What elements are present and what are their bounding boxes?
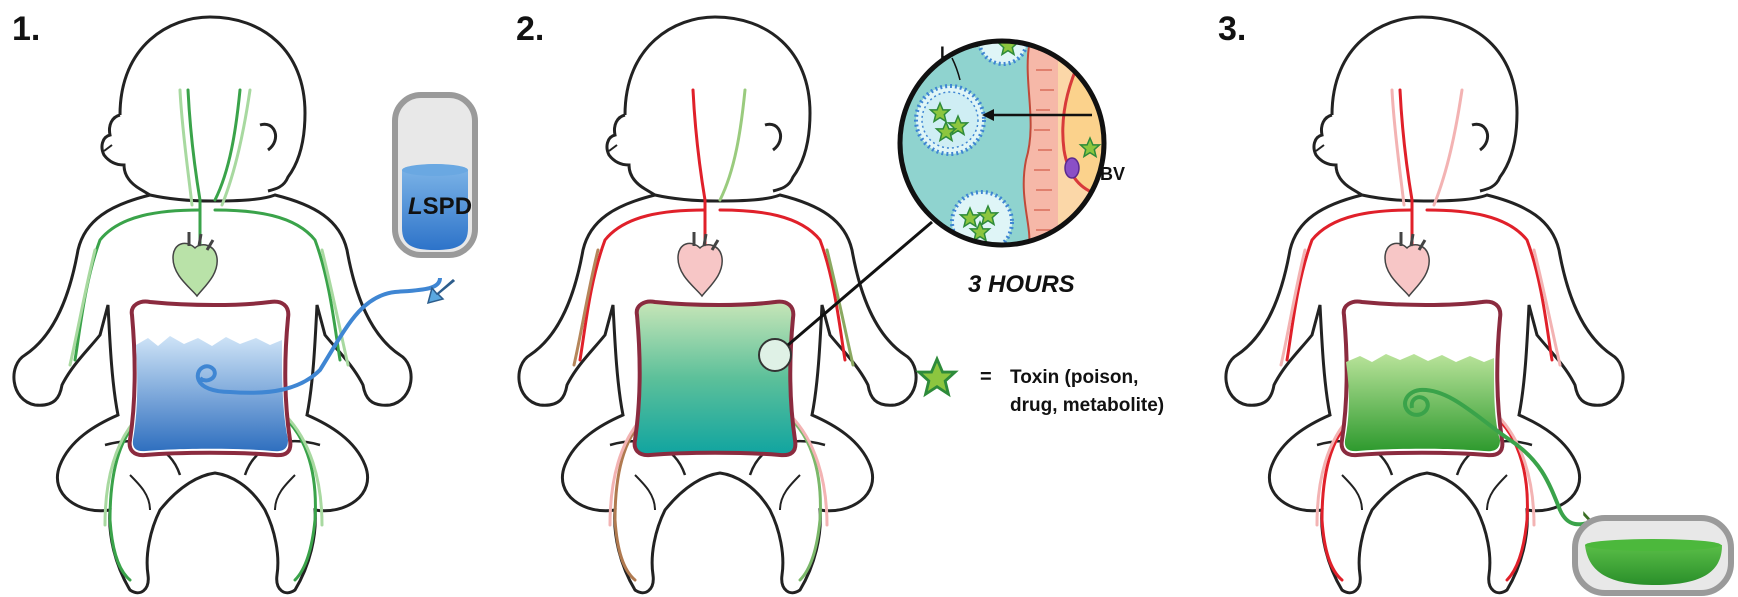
collection-bowl-icon bbox=[1575, 518, 1731, 593]
panel-3 bbox=[1226, 17, 1731, 593]
panel-1: LSPD bbox=[14, 17, 475, 593]
duration-label: 3 HOURS bbox=[968, 271, 1075, 298]
dialysate-fluid-3 bbox=[1345, 354, 1500, 451]
zoom-label-L: L bbox=[940, 43, 950, 62]
peritoneal-cavity-2 bbox=[635, 302, 796, 456]
bag-label-rest: SPD bbox=[423, 193, 472, 220]
svg-text:LSPD: LSPD bbox=[408, 193, 472, 220]
flow-arrow-icon-1 bbox=[428, 280, 454, 303]
legend-line-1: Toxin (poison, bbox=[1010, 367, 1138, 388]
legend-equals: = bbox=[980, 366, 992, 388]
liposome-icon bbox=[916, 86, 984, 154]
step-1-label: 1. bbox=[12, 10, 40, 48]
step-2-label: 2. bbox=[516, 10, 544, 48]
legend: = Toxin (poison, drug, metabolite) bbox=[919, 359, 1164, 416]
legend-line-2: drug, metabolite) bbox=[1010, 395, 1164, 416]
step-3-label: 3. bbox=[1218, 10, 1246, 48]
bag-label-prefix: L bbox=[408, 193, 423, 220]
iv-bag-icon: LSPD bbox=[395, 95, 475, 255]
zoom-label-BV: BV bbox=[1100, 164, 1125, 184]
toxin-star-icon bbox=[919, 359, 955, 394]
zoom-origin-circle bbox=[759, 339, 791, 371]
